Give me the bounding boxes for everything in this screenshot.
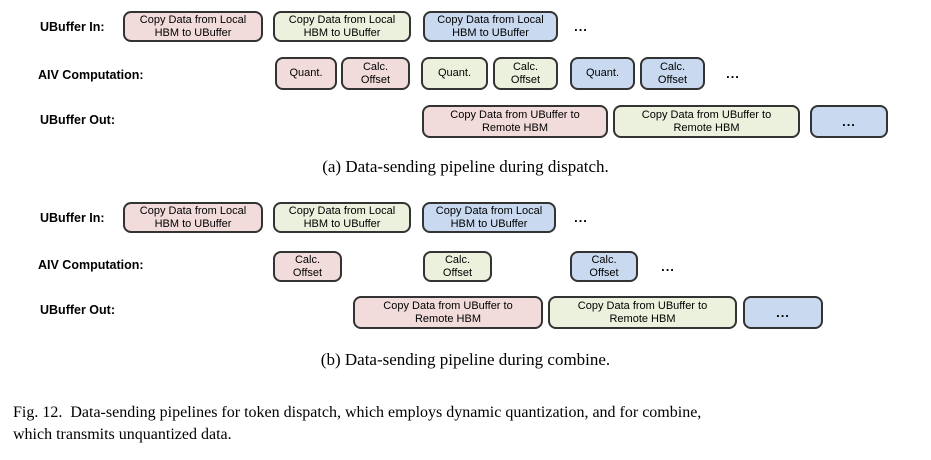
a-in-box-copy-local-3: Copy Data from Local HBM to UBuffer: [423, 11, 558, 42]
figure-caption-line-2: which transmits unquantized data.: [13, 426, 232, 443]
b-aiv-calc-offset-box-2: Calc. Offset: [423, 251, 492, 282]
a-row-label-ubuffer-out: UBuffer Out:: [40, 113, 115, 127]
a-aiv-quant-box-3: Quant.: [570, 57, 635, 90]
a-aiv-quant-box-1: Quant.: [275, 57, 337, 90]
a-aiv-ellipsis: ...: [726, 66, 740, 81]
caption-a: (a) Data-sending pipeline during dispatc…: [322, 157, 609, 176]
b-in-box-copy-local-1: Copy Data from Local HBM to UBuffer: [123, 202, 263, 233]
b-in-ellipsis: ...: [574, 210, 588, 225]
a-row-label-aiv-computation: AIV Computation:: [38, 68, 144, 82]
a-out-ellipsis: ...: [842, 114, 856, 129]
b-row-label-ubuffer-out: UBuffer Out:: [40, 303, 115, 317]
a-aiv-calc-offset-box-1: Calc. Offset: [341, 57, 410, 90]
b-out-ellipsis: ...: [776, 305, 790, 320]
b-out-ellipsis-box: ...: [743, 296, 823, 329]
a-aiv-calc-offset-box-3: Calc. Offset: [640, 57, 705, 90]
b-row-label-aiv-computation: AIV Computation:: [38, 258, 144, 272]
b-row-label-ubuffer-in: UBuffer In:: [40, 211, 105, 225]
figure-caption: Fig. 12. Data-sending pipelines for toke…: [13, 402, 923, 446]
b-out-box-copy-remote-2: Copy Data from UBuffer to Remote HBM: [548, 296, 737, 329]
a-in-ellipsis: ...: [574, 19, 588, 34]
b-aiv-calc-offset-box-1: Calc. Offset: [273, 251, 342, 282]
b-aiv-calc-offset-box-3: Calc. Offset: [570, 251, 638, 282]
a-aiv-calc-offset-box-2: Calc. Offset: [493, 57, 558, 90]
a-aiv-quant-box-2: Quant.: [421, 57, 488, 90]
b-in-box-copy-local-2: Copy Data from Local HBM to UBuffer: [273, 202, 411, 233]
b-in-box-copy-local-3: Copy Data from Local HBM to UBuffer: [422, 202, 556, 233]
b-aiv-ellipsis: ...: [661, 259, 675, 274]
a-out-box-copy-remote-2: Copy Data from UBuffer to Remote HBM: [613, 105, 800, 138]
figure-caption-line-1: Fig. 12. Data-sending pipelines for toke…: [13, 404, 702, 421]
a-out-ellipsis-box: ...: [810, 105, 888, 138]
a-in-box-copy-local-1: Copy Data from Local HBM to UBuffer: [123, 11, 263, 42]
a-in-box-copy-local-2: Copy Data from Local HBM to UBuffer: [273, 11, 411, 42]
b-out-box-copy-remote-1: Copy Data from UBuffer to Remote HBM: [353, 296, 543, 329]
a-row-label-ubuffer-in: UBuffer In:: [40, 20, 105, 34]
caption-b: (b) Data-sending pipeline during combine…: [320, 350, 611, 369]
a-out-box-copy-remote-1: Copy Data from UBuffer to Remote HBM: [422, 105, 608, 138]
